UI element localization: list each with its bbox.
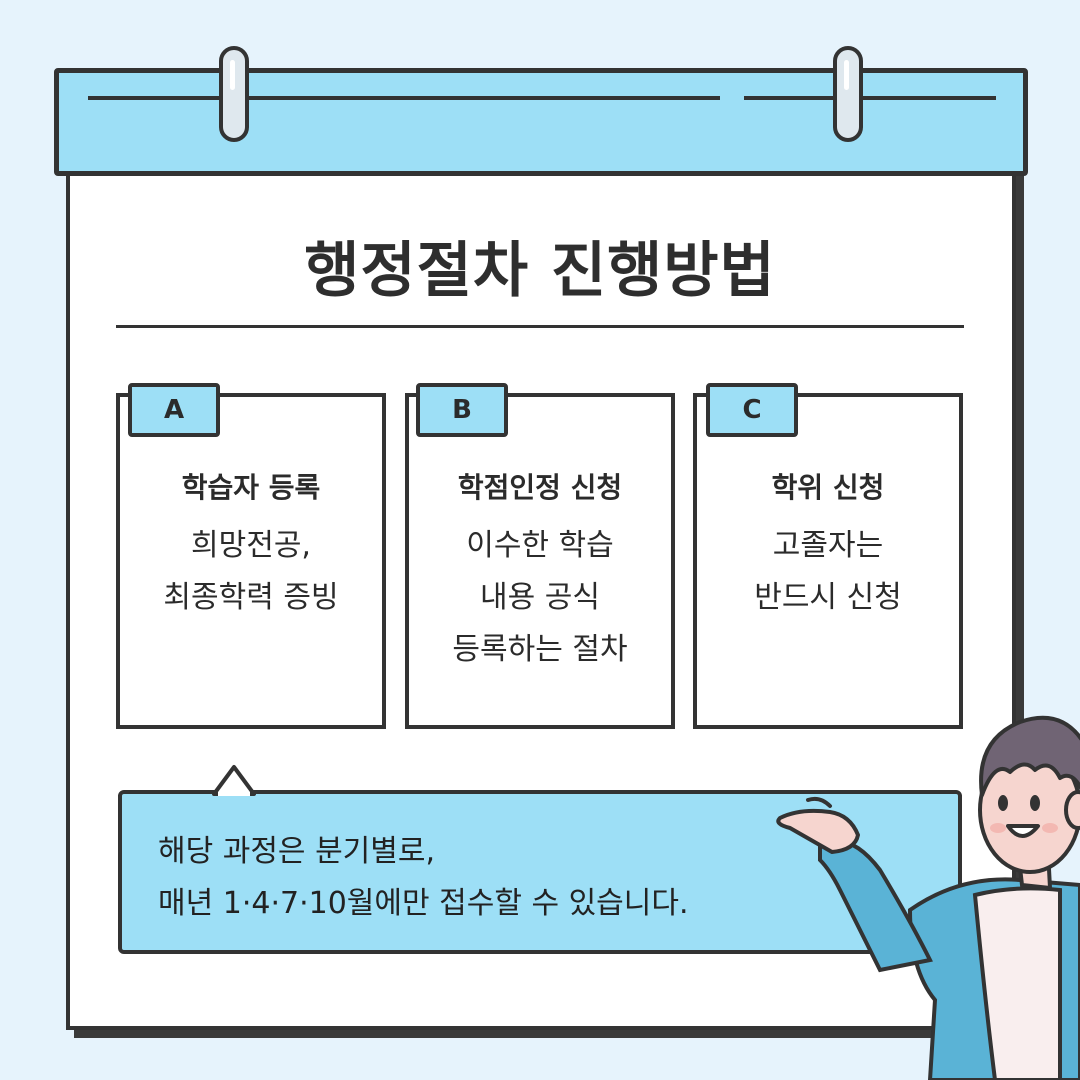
header-divider-left — [88, 96, 720, 100]
step-description-b: 이수한 학습 내용 공식 등록하는 절차 — [405, 520, 675, 676]
step-card-c — [693, 393, 963, 729]
notice-line: 매년 1·4·7·10월에만 접수할 수 있습니다. — [158, 886, 689, 921]
description-line: 희망전공, — [191, 528, 311, 563]
step-tab-b: B — [416, 383, 508, 437]
binder-ring-icon — [833, 46, 863, 142]
description-line: 고졸자는 — [772, 528, 884, 563]
description-line: 등록하는 절차 — [452, 632, 628, 667]
page-title: 행정절차 진행방법 — [304, 236, 776, 306]
step-card-a — [116, 393, 386, 729]
description-line: 최종학력 증빙 — [163, 580, 339, 615]
step-description-c: 고졸자는 반드시 신청 — [693, 520, 963, 624]
notice-line: 해당 과정은 분기별로, — [158, 834, 436, 869]
calendar-header-bar — [54, 68, 1028, 176]
step-tab-a: A — [128, 383, 220, 437]
description-line: 반드시 신청 — [754, 580, 902, 615]
notice-text: 해당 과정은 분기별로, 매년 1·4·7·10월에만 접수할 수 있습니다. — [158, 826, 689, 930]
description-line: 이수한 학습 — [466, 528, 614, 563]
step-card-b — [405, 393, 675, 729]
step-description-a: 희망전공, 최종학력 증빙 — [116, 520, 386, 624]
step-title-a: 학습자 등록 — [181, 471, 321, 504]
step-title-c: 학위 신청 — [771, 471, 885, 504]
description-line: 내용 공식 — [480, 580, 600, 615]
step-title-b: 학점인정 신청 — [457, 471, 623, 504]
speech-bubble-pointer-icon — [212, 765, 256, 796]
header-divider-right — [744, 96, 996, 100]
title-divider — [116, 325, 964, 328]
binder-ring-icon — [219, 46, 249, 142]
step-tab-c: C — [706, 383, 798, 437]
presenter-character-icon — [776, 715, 1080, 1080]
